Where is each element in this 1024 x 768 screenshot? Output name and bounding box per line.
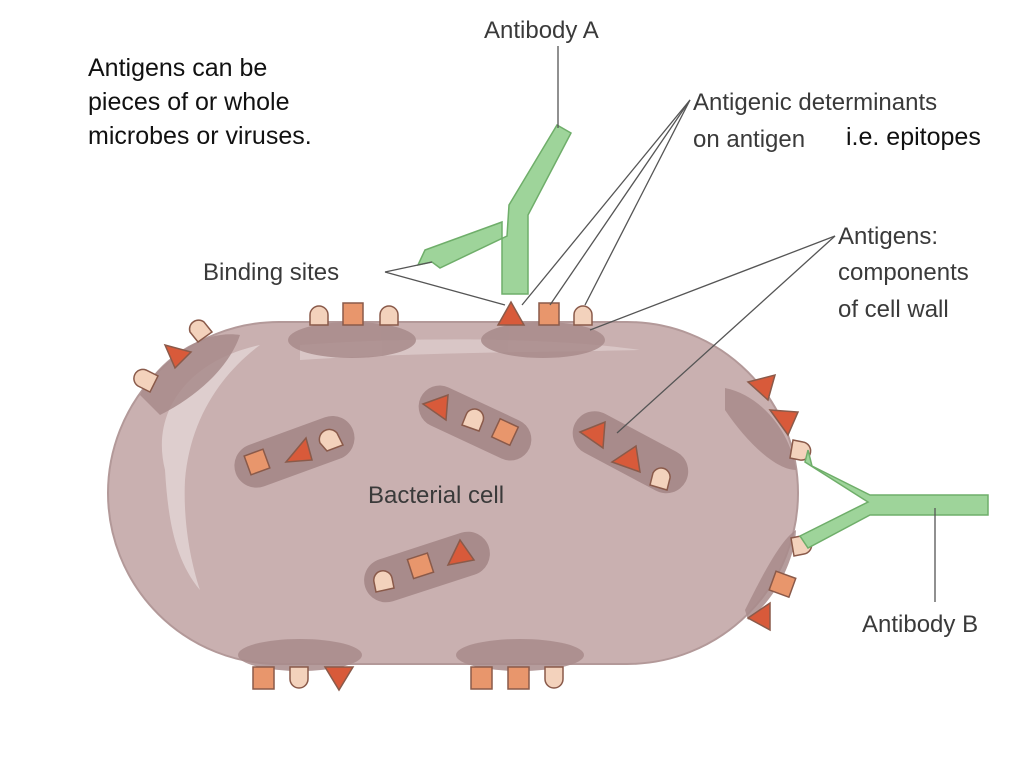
- epitope-square: [768, 570, 797, 599]
- label-bacterial-cell: Bacterial cell: [368, 482, 504, 509]
- cell-body: [107, 321, 799, 665]
- epitope-triangle: [496, 300, 526, 326]
- epitope-round: [573, 305, 593, 326]
- epitope-round: [789, 439, 812, 461]
- epitope-square: [406, 552, 435, 580]
- patch-bottom-right: [456, 639, 584, 671]
- epitope-square: [470, 666, 493, 690]
- epitope-round: [289, 666, 309, 689]
- leader-lines: [384, 46, 936, 602]
- epitope-triangle: [163, 343, 193, 370]
- epitope-round: [318, 428, 345, 452]
- epitope-square: [342, 302, 364, 326]
- label-epitopes: i.e. epitopes: [846, 123, 981, 151]
- epitope-square: [243, 448, 271, 476]
- patch-top-left: [288, 322, 416, 358]
- epitope-triangle: [446, 538, 476, 567]
- label-determinants-line-1: Antigenic determinants: [693, 89, 937, 116]
- intro-note-line-3: microbes or viruses.: [88, 122, 312, 150]
- antibody-b: [798, 449, 989, 549]
- patch-left: [140, 334, 240, 415]
- labels: Antigens can be pieces of or whole micro…: [88, 17, 981, 638]
- patch-right: [725, 388, 796, 470]
- label-antigens-line-1: Antigens:: [838, 223, 938, 250]
- epitope-square: [507, 666, 530, 690]
- patch-bottom-left: [238, 639, 362, 671]
- intro-note-line-1: Antigens can be: [88, 54, 267, 82]
- epitopes: [133, 300, 813, 692]
- epitope-triangle: [610, 444, 641, 474]
- antibody-b-shape: [798, 449, 989, 549]
- antibody-a-shape: [416, 123, 573, 295]
- label-determinants-line-2: on antigen: [693, 126, 805, 153]
- cell-highlight: [161, 345, 260, 590]
- patch-top-right: [481, 322, 605, 358]
- epitope-square: [252, 666, 275, 690]
- epitope-round: [309, 305, 329, 326]
- epitope-round: [133, 368, 160, 394]
- antibody-a: [416, 123, 573, 295]
- epitope-triangle: [421, 393, 449, 422]
- label-antigens-line-3: of cell wall: [838, 296, 949, 323]
- epitope-triangle: [768, 409, 800, 437]
- epitope-round: [379, 305, 399, 326]
- epitope-round: [649, 467, 671, 491]
- epitope-round: [373, 570, 395, 593]
- epitope-square: [490, 417, 520, 447]
- label-antibody-b: Antibody B: [862, 611, 978, 638]
- cell-wall-patches: [140, 322, 796, 671]
- intro-note-line-2: pieces of or whole: [88, 88, 290, 116]
- epitope-square: [538, 302, 560, 326]
- epitope-triangle: [578, 420, 606, 450]
- label-binding-sites: Binding sites: [203, 259, 339, 286]
- epitope-round: [461, 408, 485, 432]
- epitope-triangle: [284, 436, 313, 463]
- epitope-round: [188, 319, 214, 344]
- epitope-triangle: [746, 373, 777, 402]
- epitope-round: [544, 666, 564, 689]
- patch-right-lower: [745, 530, 796, 620]
- epitope-triangle: [746, 601, 771, 632]
- epitope-triangle: [323, 666, 355, 692]
- label-antigens-line-2: components: [838, 259, 969, 286]
- label-antibody-a: Antibody A: [484, 17, 599, 44]
